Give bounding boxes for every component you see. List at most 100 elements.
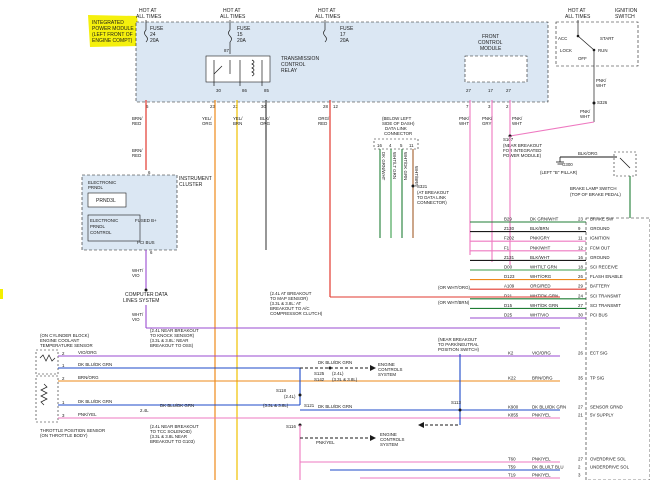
fcm-bottom-pin-3: 3: [488, 104, 491, 109]
ipm-pin-28: 28: [323, 104, 328, 109]
pcm-row-pin: 27: [578, 405, 583, 410]
pcm-row-function: SCI TRANSMIT: [590, 293, 621, 298]
s321-dot: [411, 184, 415, 188]
pcm-row-circuit: Z130: [504, 226, 515, 231]
s321-label: S321: [417, 184, 428, 189]
pcm-row-circuit: Z131: [504, 255, 515, 260]
cluster-pci-bus: PCI BUS: [137, 240, 155, 245]
pcm-row-function: 5V SUPPLY: [590, 413, 614, 418]
prndl-display-box: [87, 192, 127, 208]
g300-label: G300: [562, 162, 573, 167]
all-times-2: ALL TIMES: [220, 14, 246, 20]
pcm-row-circuit: A109: [504, 284, 515, 289]
tps-wire-2: DK BLU/DK GRN: [78, 399, 112, 404]
pcm-row-function: UNDERDRIVE SOL: [590, 465, 630, 470]
s118-note: (2.4L): [284, 394, 296, 399]
fuse3-amp: 20A: [340, 38, 350, 44]
all-times-4: ALL TIMES: [565, 14, 591, 20]
pcm-row-color: WHT/DK GRN: [530, 293, 558, 298]
pcm-row-function: BATTERY: [590, 284, 610, 289]
relay-label-2: CONTROL: [281, 62, 306, 68]
pcm-row-pin: 24: [578, 293, 583, 298]
pcm-row-function: PCI BUS: [590, 313, 608, 318]
pcm-row-circuit: B29: [504, 217, 512, 222]
ign-splice-label: S326: [597, 100, 608, 105]
ign-splice-dot: [592, 101, 596, 105]
fcm-wire-a2: WHT: [459, 121, 469, 126]
fuse1-symbol: [144, 29, 148, 43]
or-wht-brn: (OR WHT/BRN): [438, 300, 470, 305]
ipm-label-1: INTEGRATED: [92, 20, 124, 26]
pcm-row-color: BRN/ORG: [532, 376, 553, 381]
s113-label: S113: [451, 400, 461, 405]
pcm-row-circuit: T60: [508, 457, 516, 462]
ign-pos-acc: ACC: [558, 36, 567, 41]
tps-wire-3: PNK/YEL: [78, 412, 97, 417]
ign-node-1: [576, 34, 580, 38]
ect-title-2: ENGINE COOLANT: [40, 338, 80, 343]
pcm-row-pin: 27: [578, 303, 583, 308]
pcm-row-pin: 3: [578, 473, 581, 478]
highlight-ipm: [88, 15, 140, 47]
ecs2-label-2: CONTROLS: [380, 437, 404, 442]
cdl-label-2: LINES SYSTEM: [123, 298, 159, 304]
fuse1-amp: 20A: [150, 38, 160, 44]
relay-coil: [251, 59, 255, 77]
fuse2-num: 15: [237, 32, 243, 38]
tps-wire-1: BRN/ORG: [78, 375, 99, 380]
fuse3-symbol: [323, 29, 327, 43]
pcm-row-circuit: F202: [504, 236, 515, 241]
dlc-label-4: CONNECTOR: [384, 131, 412, 136]
ecs1-arrow: [370, 365, 376, 371]
dk-blu-dk-grn-3: DK BLU/DK GRN: [160, 403, 194, 408]
ecs2-label-3: SYSTEM: [380, 442, 398, 447]
dlc-wire-label-3: WHT/DK GRN: [403, 152, 408, 180]
map-3: (3.3L & 3.8L: AT: [270, 301, 302, 306]
pcm-row-color: WHT/ORG: [530, 274, 552, 279]
ect-pin-1: 1: [62, 363, 65, 368]
s118-dot: [298, 393, 302, 397]
pcm-row-circuit: T19: [508, 473, 516, 478]
pcm-row-color: ORG/RED: [530, 284, 551, 289]
dlc-pin-16: 16: [377, 143, 382, 148]
ecs1-label-2: CONTROLS: [378, 367, 402, 372]
pcm-row-pin: 12: [578, 245, 583, 250]
pcm-row-circuit: D25: [504, 313, 513, 318]
cdl-label-1: COMPUTER DATA: [125, 292, 168, 298]
prndl-control-2: PRNDL: [90, 224, 105, 229]
pcm-row-pin: 11: [578, 236, 583, 241]
pcm-row-pin: 26: [578, 351, 583, 356]
pcm-row-color: WHT/DK GRN: [530, 303, 558, 308]
tps-title-2: (ON THROTTLE BODY): [40, 433, 88, 438]
s321-desc-3: CONNECTOR): [417, 200, 447, 205]
wire-yel-org-b: ORG: [202, 121, 213, 126]
fuse1-num: 24: [150, 32, 156, 38]
wire-wht-vio-b: VIO: [132, 273, 140, 278]
s107-desc-1: (NEAR BREAKOUT: [503, 143, 542, 148]
park-2: TO PARK/NEUTRAL: [438, 342, 479, 347]
pcm-row-circuit: K22: [508, 376, 516, 381]
s121-note: (3.3L & 3.8L): [263, 403, 289, 408]
pcm-row-circuit: D15: [504, 303, 513, 308]
wire-yel-brn-b: BRN: [233, 121, 242, 126]
wire-wht-vio2-a: WHT/: [132, 312, 144, 317]
brake-switch-contact: [619, 157, 631, 169]
s142-label: S142: [314, 377, 325, 382]
wire-s107-to-ign: [509, 121, 595, 137]
map-2: TO MAP SENSOR): [270, 296, 308, 301]
ipm-pin-6: 6: [146, 104, 149, 109]
fcm-wire-c1: PNK/: [512, 116, 523, 121]
pcm-row-pin: 21: [578, 413, 583, 418]
pcm-row-circuit: K855: [508, 413, 519, 418]
cdl-dot: [144, 288, 148, 292]
map-4: BREAKOUT TO A/C: [270, 306, 310, 311]
all-times-1: ALL TIMES: [136, 14, 162, 20]
pcm-row-pin: 29: [578, 284, 583, 289]
pcm-row-circuit: D123: [504, 274, 515, 279]
pcm-row-function: IGNITION: [590, 236, 610, 241]
g300-desc: (LEFT "B" PILLAR): [540, 170, 578, 175]
g300-wire-label: BLK/ORG: [578, 151, 598, 156]
dlc-label-1: (BELOW LEFT: [382, 116, 412, 121]
park-1: (NEAR BREAKOUT: [438, 337, 477, 342]
